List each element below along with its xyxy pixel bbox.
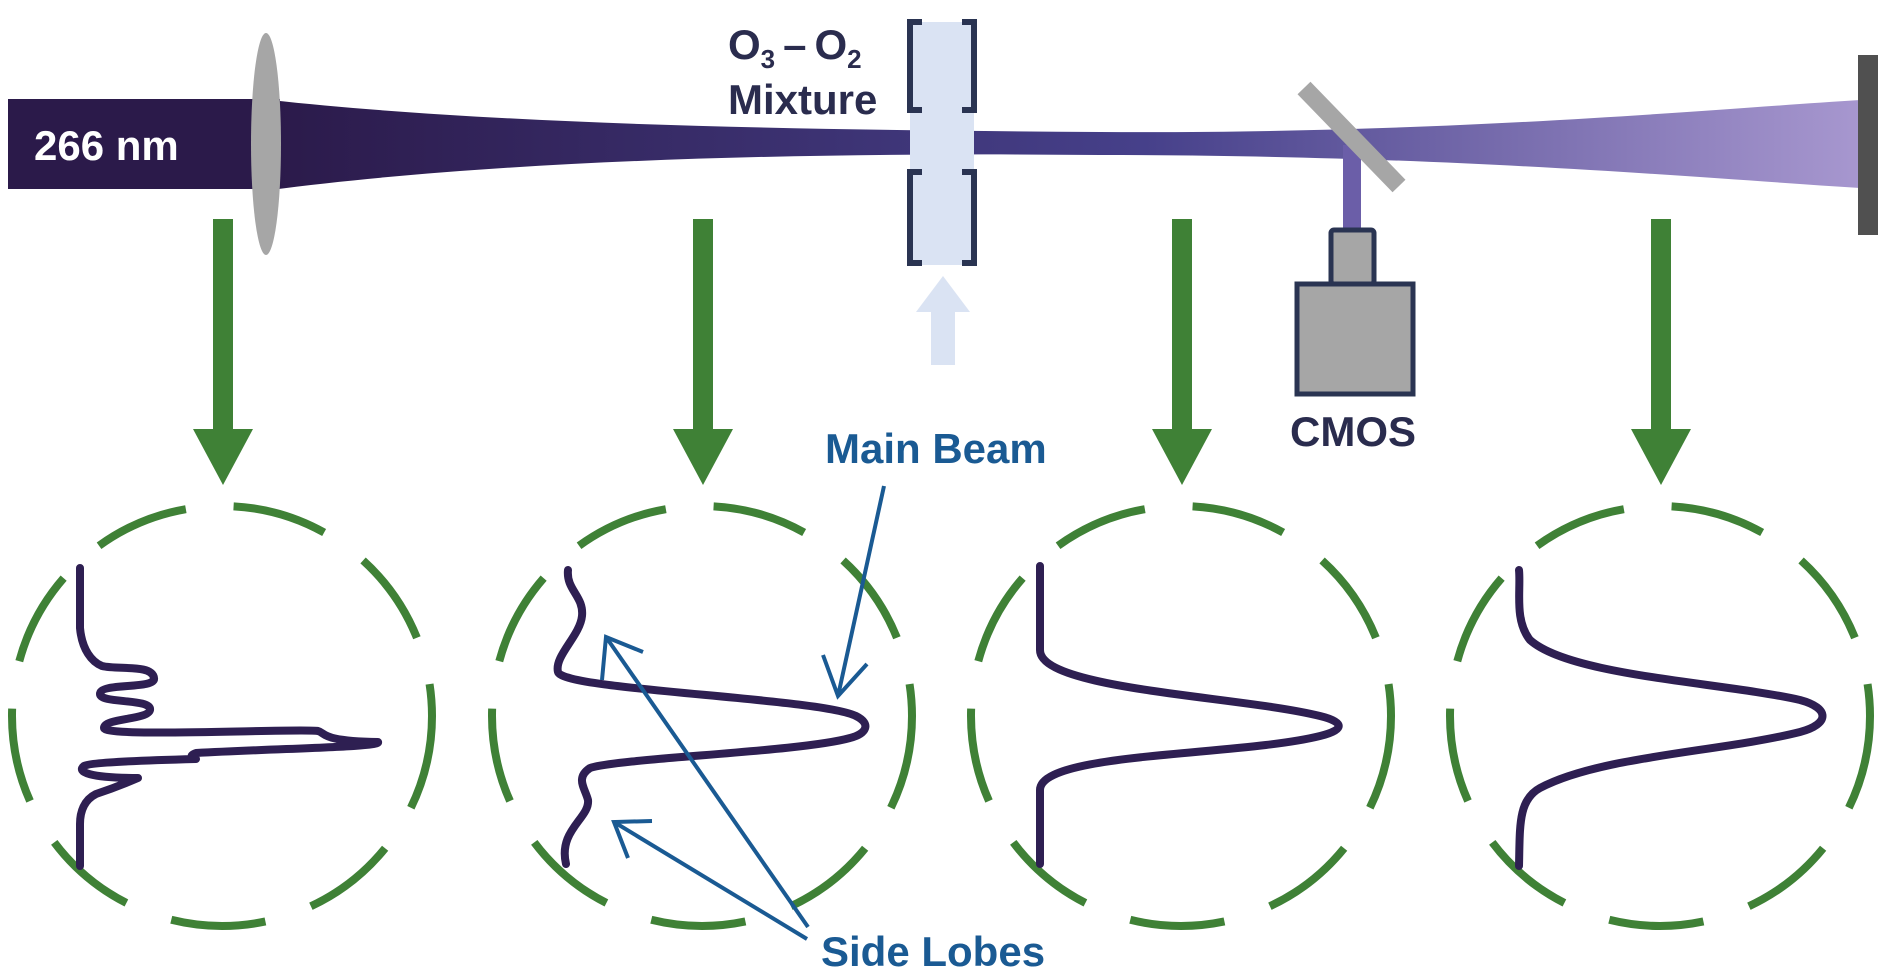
panel-ring: [488, 502, 916, 930]
profile-panel-3: [967, 502, 1395, 930]
lens-icon: [251, 33, 281, 255]
side-lobes-callout: [600, 634, 810, 941]
side-lobes-label: Side Lobes: [821, 928, 1045, 975]
species-separator: –: [783, 21, 806, 68]
pickoff-beam: [1343, 145, 1361, 235]
profile-panel-4: [1446, 502, 1874, 930]
camera-icon: [1294, 227, 1416, 397]
beam-profile-curve: [76, 564, 383, 870]
wavelength-label: 266 nm: [34, 122, 179, 169]
species-o2-subscript: 2: [847, 44, 861, 74]
mirror-icon: [1858, 55, 1878, 235]
beam-profile-curve: [1515, 566, 1827, 870]
focused-beam: [270, 100, 1860, 190]
input-beam: [8, 99, 280, 189]
sampling-arrows: [193, 219, 1691, 485]
gas-inlet-arrow: [916, 276, 970, 365]
sampling-arrow-2: [673, 219, 733, 485]
mixture-label: Mixture: [728, 76, 877, 123]
beam-profile-curve: [553, 566, 870, 868]
species-o3: O: [728, 21, 761, 68]
species-o2: O: [815, 21, 848, 68]
main-beam-callout: [821, 485, 886, 700]
sampling-arrow-4: [1631, 219, 1691, 485]
profile-panel-2: [488, 502, 916, 930]
profile-panel-1: [8, 502, 436, 930]
sampling-arrow-3: [1152, 219, 1212, 485]
main-beam-label: Main Beam: [825, 425, 1047, 472]
panel-ring: [1446, 502, 1874, 930]
species-o3-subscript: 3: [761, 44, 775, 74]
gas-cell-label: O3–O2: [728, 21, 862, 74]
beam-profile-curve: [1036, 562, 1343, 868]
beam-splitter-icon: [1297, 81, 1406, 193]
sampling-arrow-1: [193, 219, 253, 485]
camera-label: CMOS: [1290, 408, 1416, 455]
gas-cell-icon: [907, 19, 977, 266]
panel-ring: [8, 502, 436, 930]
panel-ring: [967, 502, 1395, 930]
